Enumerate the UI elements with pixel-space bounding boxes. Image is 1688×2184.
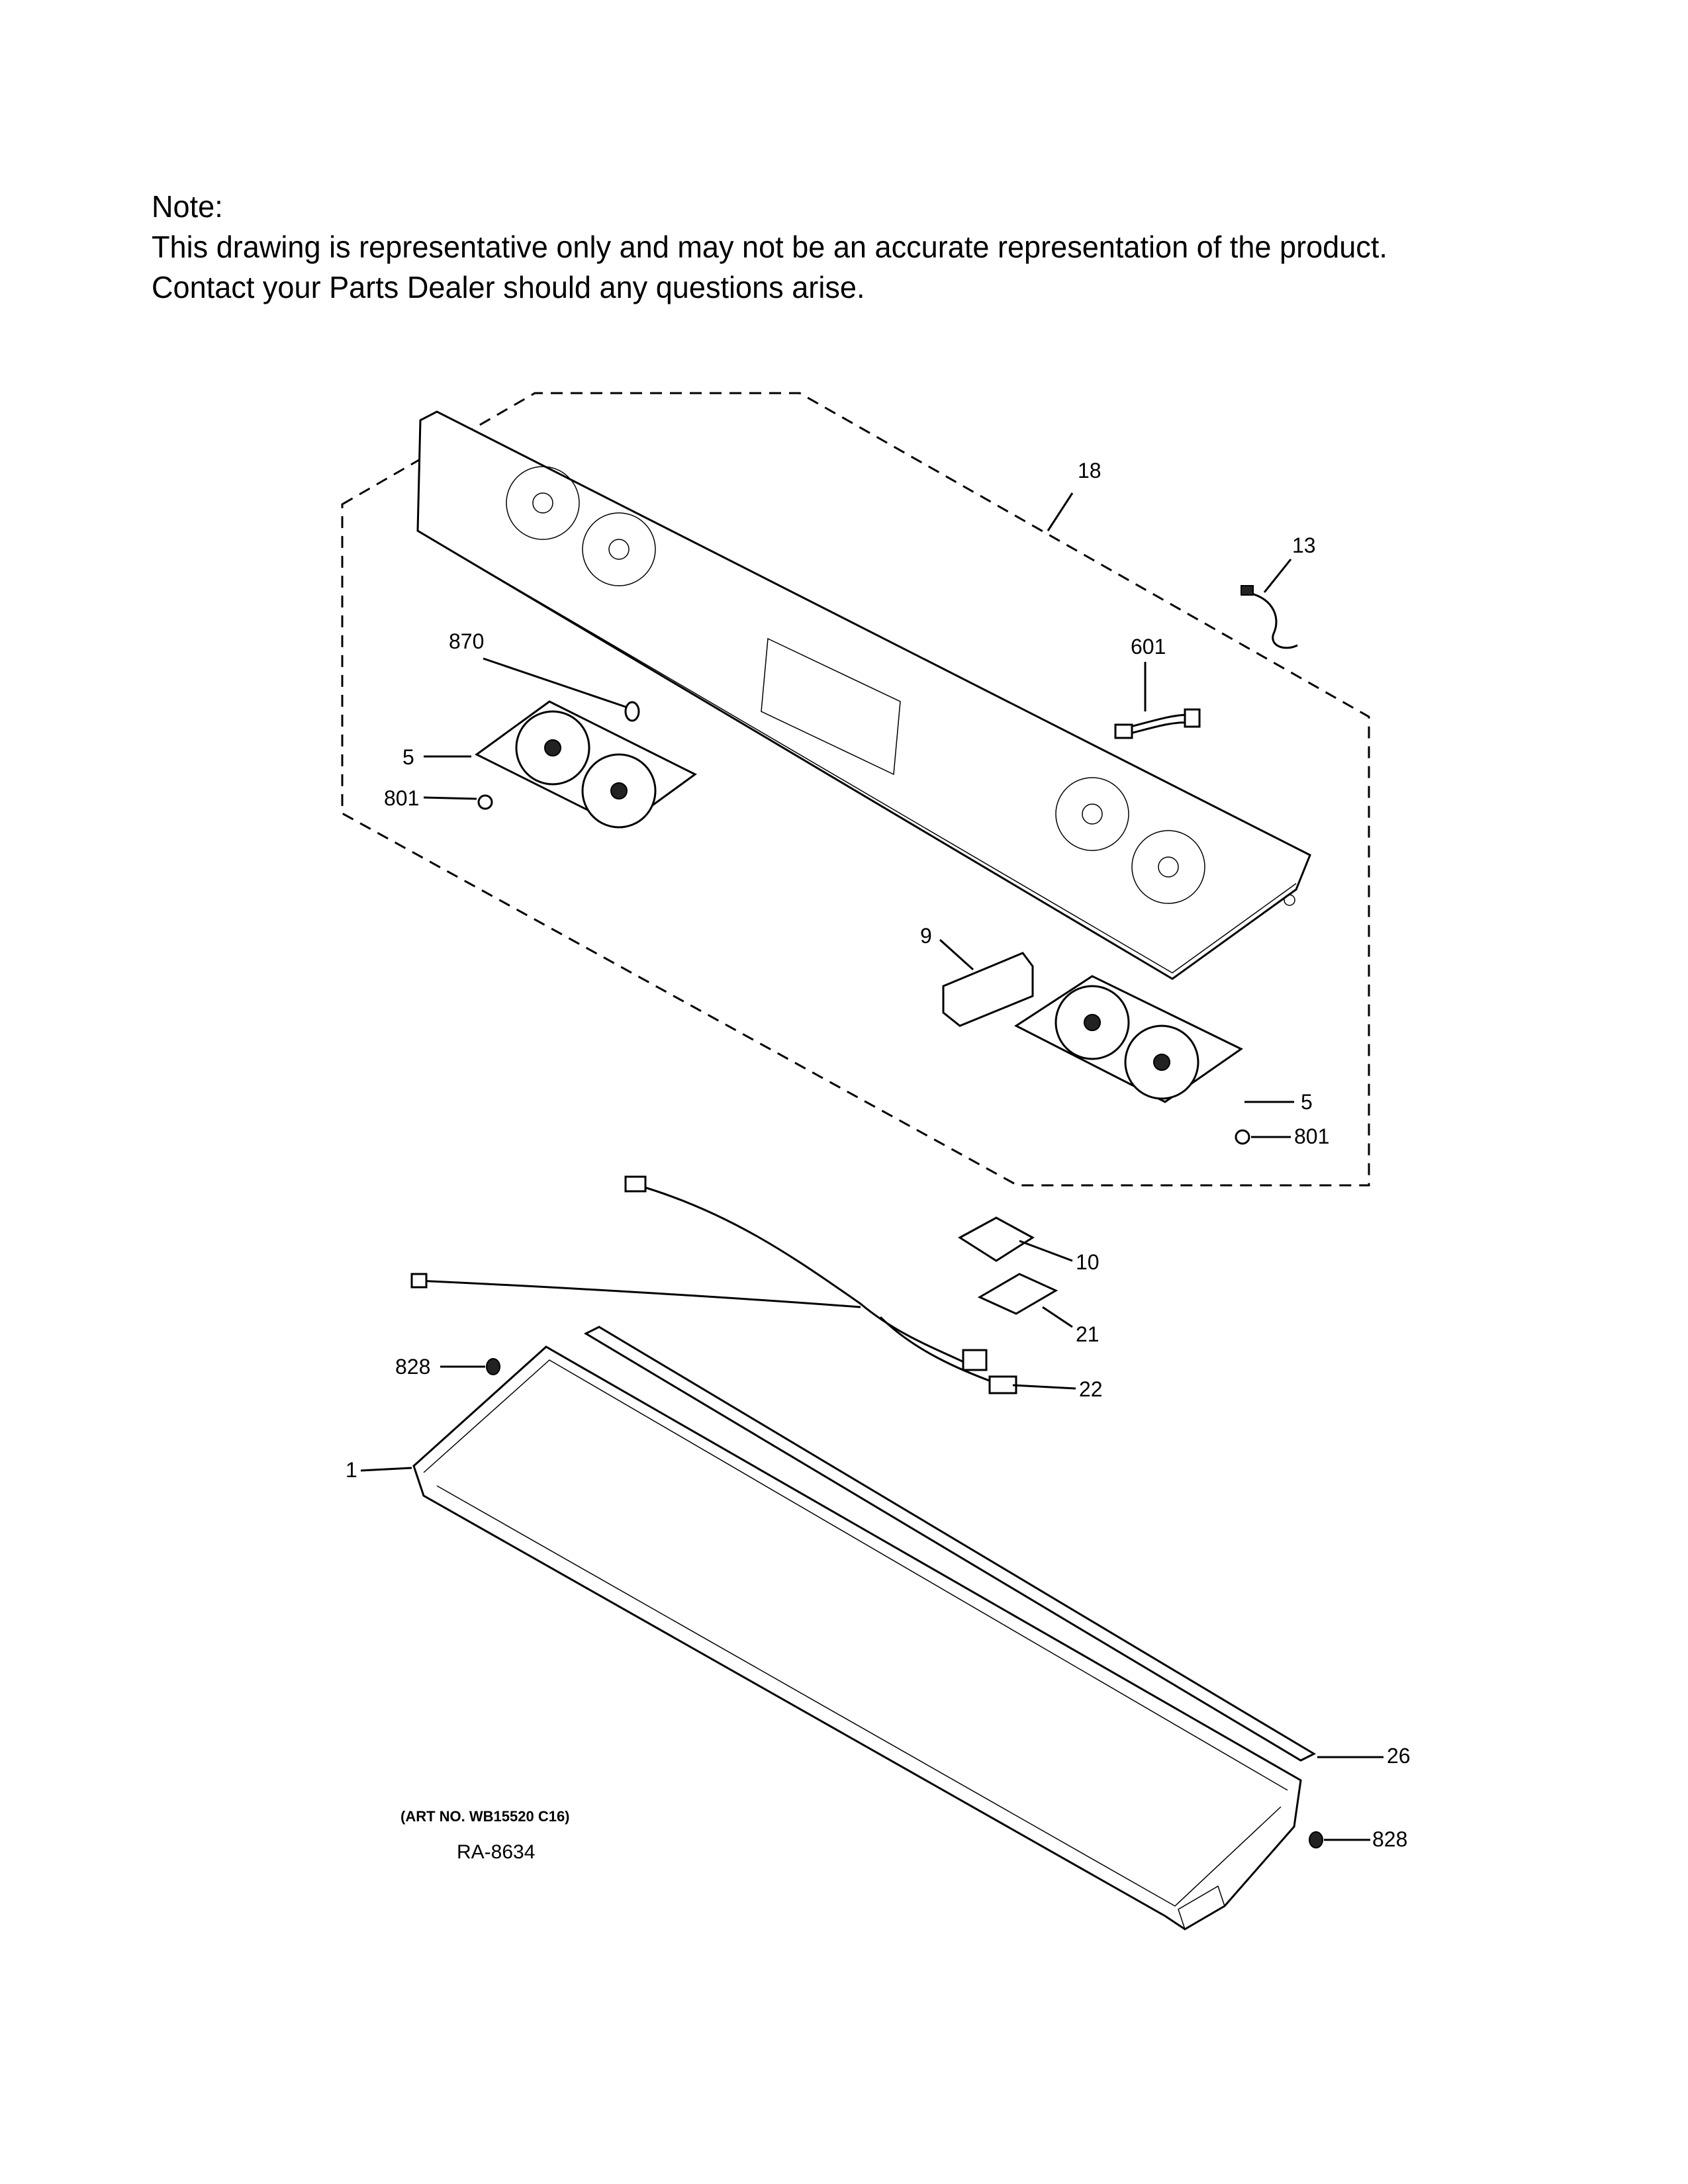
callout-801-right: 801 <box>1294 1124 1329 1148</box>
connector-icon <box>1241 585 1254 596</box>
callout-13: 13 <box>1292 533 1316 557</box>
assembly-18-boundary <box>341 392 1370 1187</box>
callout-5-right: 5 <box>1301 1090 1313 1114</box>
control-panel[interactable] <box>416 410 1311 980</box>
note-line-1: This drawing is representative only and … <box>152 230 1387 264</box>
callout-22: 22 <box>1079 1377 1103 1401</box>
callout-5-left: 5 <box>402 745 414 769</box>
note-line-2: Contact your Parts Dealer should any que… <box>152 270 865 304</box>
encoder-bracket-right[interactable] <box>1014 975 1243 1103</box>
screw-828-left[interactable] <box>486 1358 500 1375</box>
callout-26: 26 <box>1387 1744 1411 1768</box>
callout-18: 18 <box>1078 459 1102 482</box>
callout-801-left: 801 <box>384 786 419 810</box>
art-number: (ART NO. WB15520 C16) <box>400 1808 570 1825</box>
wire-harness-22[interactable] <box>410 1175 1017 1394</box>
screw-870[interactable] <box>624 701 640 722</box>
reference-number: RA-8634 <box>457 1841 535 1863</box>
wire-harness-601[interactable] <box>1114 708 1201 739</box>
cover-9[interactable] <box>942 952 1034 1027</box>
callout-10: 10 <box>1076 1250 1100 1274</box>
board-21[interactable] <box>977 1273 1058 1315</box>
callout-828-left: 828 <box>395 1355 430 1379</box>
screw-801-right[interactable] <box>1235 1129 1250 1145</box>
board-10[interactable] <box>958 1216 1035 1262</box>
gasket-26[interactable] <box>583 1326 1317 1762</box>
disclaimer-note: Note: This drawing is representative onl… <box>152 187 1387 308</box>
screw-801-left[interactable] <box>477 794 493 810</box>
leader-lines <box>360 492 1383 1841</box>
screw-828-right[interactable] <box>1309 1831 1323 1848</box>
callout-1: 1 <box>346 1458 357 1482</box>
encoder-bracket-left[interactable] <box>475 700 697 829</box>
control-frame-1[interactable] <box>412 1345 1302 1931</box>
callout-828-right: 828 <box>1372 1827 1407 1851</box>
wire-harness-13[interactable] <box>1244 591 1298 649</box>
callout-9: 9 <box>920 924 932 948</box>
note-heading: Note: <box>152 189 223 224</box>
callout-870: 870 <box>449 629 484 653</box>
callout-21: 21 <box>1076 1322 1100 1346</box>
callout-601: 601 <box>1131 635 1166 659</box>
